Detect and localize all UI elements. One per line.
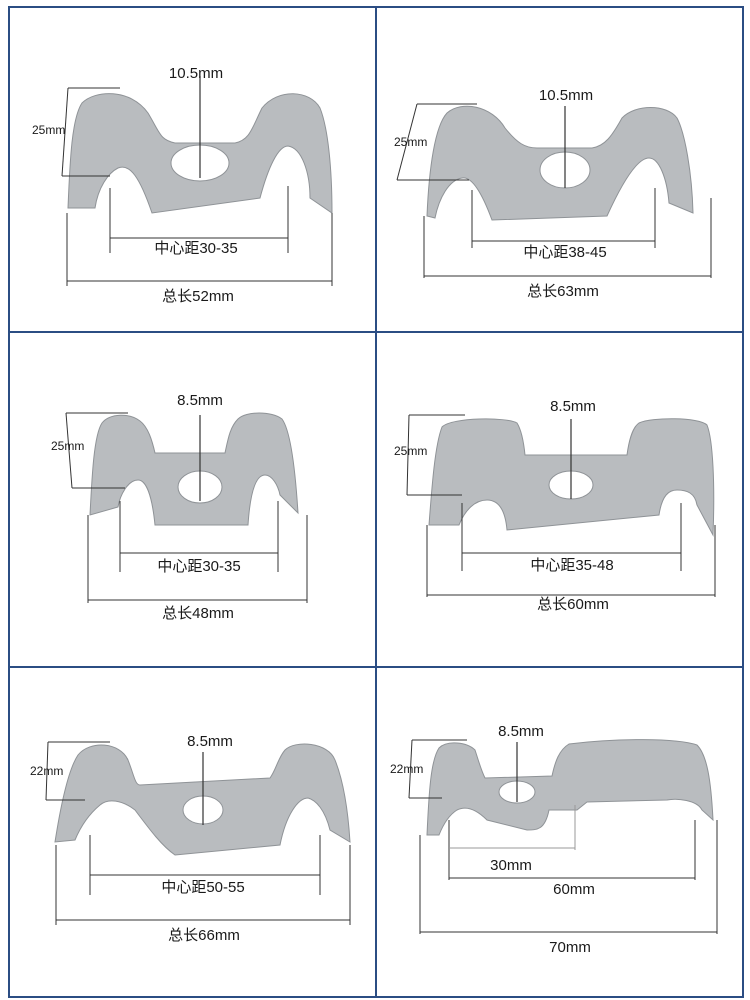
height-label: 25mm: [394, 135, 428, 149]
hole-diameter-label: 8.5mm: [550, 398, 596, 415]
hole-diameter-label: 10.5mm: [538, 87, 594, 104]
clip-cell-2: 10.5mm 25mm 中心距38-45 总长63mm: [377, 8, 742, 333]
clip-image-1: [61, 76, 333, 286]
clip-image-4: [406, 414, 716, 597]
clip-cell-5: 8.5mm 22mm 中心距50-55 总长66mm: [10, 670, 375, 995]
total-length-label: 总长48mm: [162, 605, 234, 622]
center-distance-label: 中心距35-48: [530, 557, 614, 574]
clip-image-6: [408, 739, 718, 934]
center-distance-label: 中心距50-55: [161, 879, 245, 896]
total-length-label: 总长63mm: [527, 283, 599, 300]
grid-divider-row1: [8, 331, 744, 333]
offset-distance-label: 30mm: [490, 857, 532, 874]
clip-cell-6: 8.5mm 22mm 30mm 60mm 70mm: [377, 670, 742, 995]
height-label: 22mm: [390, 762, 424, 776]
center-distance-label: 中心距30-35: [154, 240, 238, 257]
total-length-label: 总长66mm: [168, 927, 240, 944]
grid-divider-row2: [8, 666, 744, 668]
clip-cell-3: 8.5mm 25mm 中心距30-35 总长48mm: [10, 335, 375, 660]
center-distance-label: 中心距30-35: [157, 558, 241, 575]
center-distance-label: 60mm: [553, 881, 595, 898]
clip-image-2: [396, 103, 712, 278]
height-label: 22mm: [30, 764, 64, 778]
clip-cell-1: 10.5mm 25mm 中心距30-35 总长52mm: [10, 8, 375, 333]
hole-diameter-label: 8.5mm: [187, 733, 233, 750]
hole-diameter-label: 8.5mm: [177, 392, 223, 409]
grid-divider-vertical: [375, 6, 377, 998]
clip-image-3: [65, 412, 308, 603]
total-length-label: 总长52mm: [162, 288, 234, 305]
height-label: 25mm: [394, 444, 428, 458]
height-label: 25mm: [32, 123, 66, 137]
total-length-label: 70mm: [549, 939, 591, 956]
clip-image-5: [45, 741, 351, 925]
clip-cell-4: 8.5mm 25mm 中心距35-48 总长60mm: [377, 335, 742, 660]
hole-diameter-label: 8.5mm: [498, 723, 544, 740]
center-distance-label: 中心距38-45: [523, 244, 607, 261]
height-label: 25mm: [51, 439, 85, 453]
hole-diameter-label: 10.5mm: [168, 65, 224, 82]
total-length-label: 总长60mm: [537, 596, 609, 613]
